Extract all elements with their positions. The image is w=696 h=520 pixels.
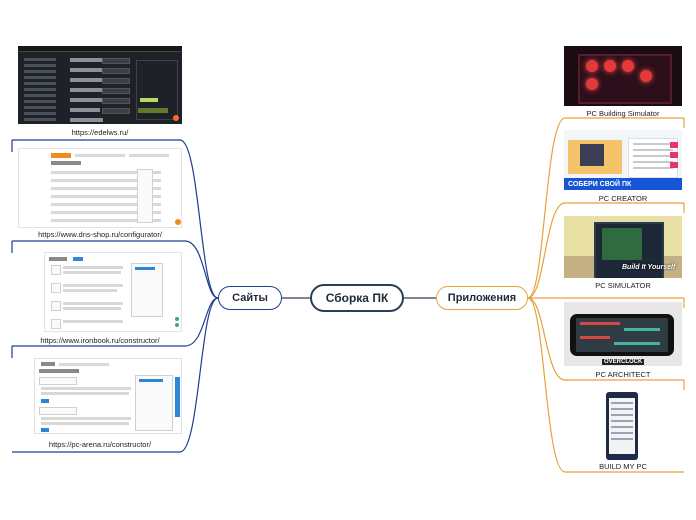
link-sites-3 — [12, 297, 219, 347]
app-pc-building-simulator-caption[interactable]: PC Building Simulator — [586, 109, 660, 118]
app-pc-simulator-image-text: Build It Yourself — [622, 264, 676, 271]
app-pc-creator-thumbnail[interactable]: СОБЕРИ СВОЙ ПК — [564, 130, 682, 190]
app-build-my-pc-thumbnail[interactable] — [564, 392, 682, 460]
link-sites-4 — [12, 297, 219, 453]
center-node[interactable]: Сборка ПК — [310, 284, 404, 312]
site-edelws-caption[interactable]: https://edelws.ru/ — [71, 128, 129, 137]
sites-node[interactable]: Сайты — [218, 286, 282, 310]
link-sites-1 — [12, 139, 219, 299]
site-edelws-thumbnail[interactable] — [18, 46, 182, 124]
link-apps-2 — [527, 202, 684, 299]
app-pc-simulator-caption[interactable]: PC SIMULATOR — [595, 281, 651, 290]
link-sites-2 — [12, 240, 219, 299]
app-pc-architect-thumbnail[interactable]: OVERCLOCK — [564, 302, 682, 366]
app-build-my-pc-caption[interactable]: BUILD MY PC — [599, 462, 647, 471]
app-pc-building-simulator-thumbnail[interactable] — [564, 46, 682, 106]
site-ironbook-caption[interactable]: https://www.ironbook.ru/constructor/ — [40, 336, 160, 345]
link-apps-5 — [527, 297, 684, 473]
app-pc-architect-image-text: OVERCLOCK — [602, 359, 645, 365]
app-pc-creator-banner: СОБЕРИ СВОЙ ПК — [564, 178, 682, 190]
site-pcarena-caption[interactable]: https://pc-arena.ru/constructor/ — [48, 440, 152, 449]
app-pc-architect-caption[interactable]: PC ARCHITECT — [595, 370, 651, 379]
apps-node[interactable]: Приложения — [436, 286, 528, 310]
site-dns-thumbnail[interactable] — [18, 148, 182, 228]
site-dns-caption[interactable]: https://www.dns-shop.ru/configurator/ — [38, 230, 162, 239]
app-pc-simulator-thumbnail[interactable]: Build It Yourself — [564, 216, 682, 278]
link-apps-4 — [527, 297, 684, 381]
link-apps-1 — [527, 117, 684, 299]
site-ironbook-thumbnail[interactable] — [44, 252, 182, 332]
site-pcarena-thumbnail[interactable] — [34, 358, 182, 434]
app-pc-creator-caption[interactable]: PC CREATOR — [598, 194, 648, 203]
